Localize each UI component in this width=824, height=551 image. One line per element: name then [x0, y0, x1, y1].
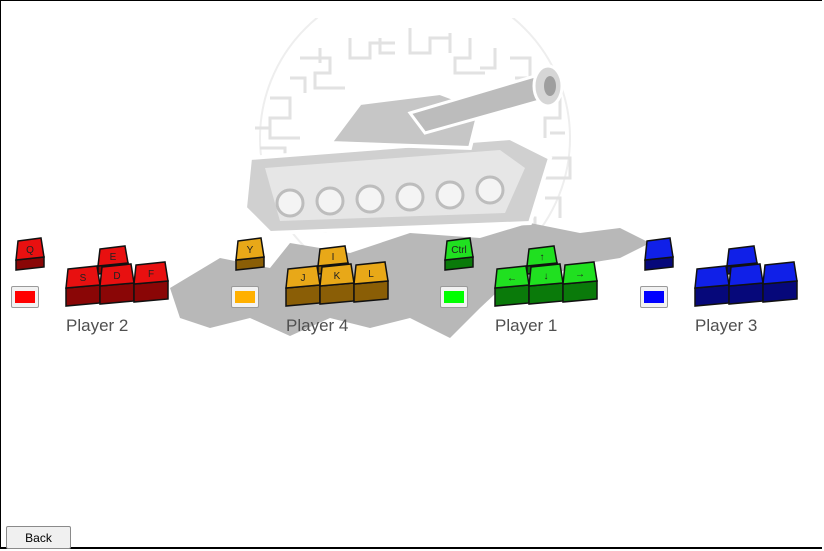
key-label: ↓ [544, 271, 549, 282]
key-down: D [99, 263, 135, 305]
action-key: Q [15, 237, 45, 271]
color-swatch [235, 291, 255, 303]
color-swatch [644, 291, 664, 303]
key-label: K [334, 271, 341, 282]
action-key: Y [235, 237, 265, 271]
key-left: S [65, 265, 101, 307]
player-label: Player 4 [286, 316, 349, 335]
key-down: ↓ [528, 263, 564, 305]
key-down [728, 263, 764, 305]
player-label: Player 2 [66, 316, 129, 335]
player-control-group: Player 3 [640, 236, 824, 346]
key-label: F [148, 269, 154, 280]
player-control-group: Ctrl ↑ ← ↓ → Player 1 [440, 236, 643, 346]
movement-keys: ↑ ← ↓ → [494, 245, 598, 307]
key-label: → [575, 269, 585, 280]
key-right: L [353, 261, 389, 303]
player-label: Player 1 [495, 316, 558, 335]
tank [242, 64, 564, 236]
key-label: S [80, 273, 87, 284]
key-label: L [368, 269, 374, 280]
key-label: ← [507, 273, 517, 284]
key-label: E [110, 252, 117, 263]
key-label: D [113, 271, 120, 282]
action-key: Ctrl [444, 237, 474, 271]
key-right: F [133, 261, 169, 303]
movement-keys: E S D F [65, 245, 169, 307]
key-left: J [285, 265, 321, 307]
player-control-group: Q E S D F Player 2 [11, 236, 214, 346]
movement-keys: I J K L [285, 245, 389, 307]
key-right [762, 261, 798, 303]
key-left [694, 265, 730, 307]
color-picker-button[interactable] [231, 286, 259, 308]
key-label: ↑ [540, 252, 545, 263]
back-button[interactable]: Back [6, 526, 71, 549]
key-down: K [319, 263, 355, 305]
color-picker-button[interactable] [640, 286, 668, 308]
action-key-cap [644, 237, 674, 271]
color-swatch [444, 291, 464, 303]
action-key-cap: Ctrl [444, 237, 474, 271]
player-label: Player 3 [695, 316, 758, 335]
key-label: Q [26, 245, 34, 256]
key-left: ← [494, 265, 530, 307]
color-swatch [15, 291, 35, 303]
color-picker-button[interactable] [11, 286, 39, 308]
player-control-group: Y I J K L Player 4 [231, 236, 434, 346]
key-label: J [301, 273, 306, 284]
action-key-cap: Y [235, 237, 265, 271]
action-key-cap: Q [15, 237, 45, 271]
action-key [644, 237, 674, 271]
key-label: I [332, 252, 335, 263]
key-right: → [562, 261, 598, 303]
key-label: Y [247, 245, 254, 256]
movement-keys [694, 245, 798, 307]
key-label: Ctrl [451, 245, 467, 256]
color-picker-button[interactable] [440, 286, 468, 308]
